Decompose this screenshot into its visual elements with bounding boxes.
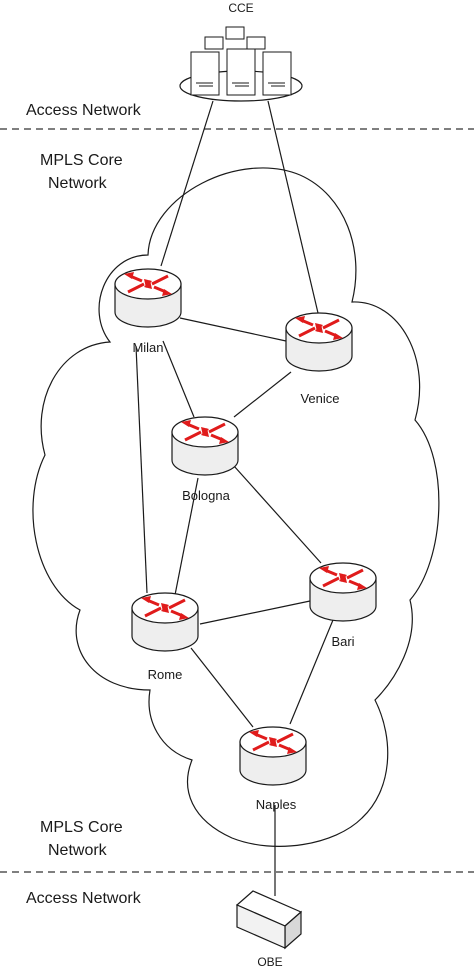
label-access-network-bottom: Access Network [26, 890, 142, 907]
label-mpls-core-top-2: Network [48, 175, 108, 192]
label-mpls-core-bottom-2: Network [48, 842, 108, 859]
network-links [135, 100, 334, 896]
label-bari: Bari [331, 634, 354, 649]
router-icon [113, 267, 183, 329]
link-rome-bari [199, 600, 311, 625]
link-bari-naples [289, 619, 334, 725]
label-bologna: Bologna [182, 488, 230, 503]
link-rome-naples [190, 647, 254, 728]
router-icon [170, 415, 240, 477]
label-venice: Venice [300, 391, 339, 406]
label-mpls-core-top-1: MPLS Core [40, 152, 123, 169]
link-cce-venice [267, 100, 319, 314]
label-milan: Milan [132, 340, 163, 355]
server-cluster-icon [179, 26, 303, 102]
router-icon [308, 561, 378, 623]
mpls-core-cloud [32, 167, 440, 847]
link-milan-venice [179, 317, 287, 342]
label-obe: OBE [257, 955, 282, 967]
label-rome: Rome [148, 667, 183, 682]
link-bologna-bari [233, 465, 322, 564]
link-cce-milan [160, 100, 214, 267]
router-icon [238, 725, 308, 787]
router-icon [130, 591, 200, 653]
label-naples: Naples [256, 797, 297, 812]
link-milan-bologna [162, 340, 195, 418]
link-bologna-rome [174, 477, 199, 596]
label-mpls-core-bottom-1: MPLS Core [40, 819, 123, 836]
label-access-network-top: Access Network [26, 102, 142, 119]
link-milan-rome [135, 345, 148, 594]
label-cce: CCE [228, 1, 253, 15]
link-venice-bologna [233, 371, 292, 418]
router-icon [284, 311, 354, 373]
network-box-icon [235, 890, 303, 950]
